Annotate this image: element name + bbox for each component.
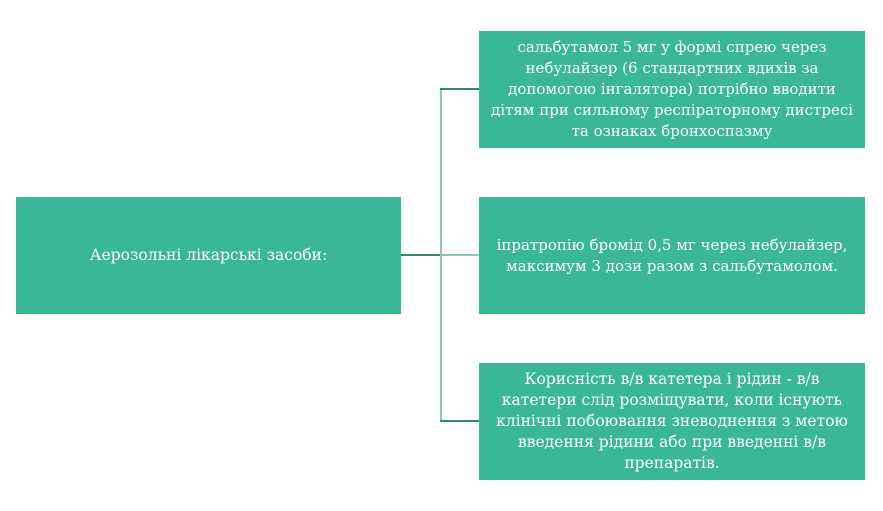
root-node-aerosol-drugs: Аерозольні лікарські засоби: (16, 197, 401, 314)
child-node-label: Корисність в/в катетера і рідин - в/в ка… (496, 370, 848, 472)
connector-root-to-trunk (401, 254, 441, 256)
root-node-label: Аерозольні лікарські засоби: (89, 246, 328, 264)
child-node-label: сальбутамол 5 мг у формі спрею через неб… (490, 38, 854, 140)
connector-trunk-to-child-2 (440, 254, 479, 256)
connector-trunk-to-child-3 (440, 420, 479, 422)
connector-trunk-to-child-1 (440, 88, 479, 90)
child-node-label: іпратропію бромід 0,5 мг через небулайзе… (496, 235, 848, 275)
child-node-ipratropium: іпратропію бромід 0,5 мг через небулайзе… (479, 197, 865, 314)
child-node-iv-catheter: Корисність в/в катетера і рідин - в/в ка… (479, 363, 865, 480)
child-node-salbutamol: сальбутамол 5 мг у формі спрею через неб… (479, 31, 865, 148)
